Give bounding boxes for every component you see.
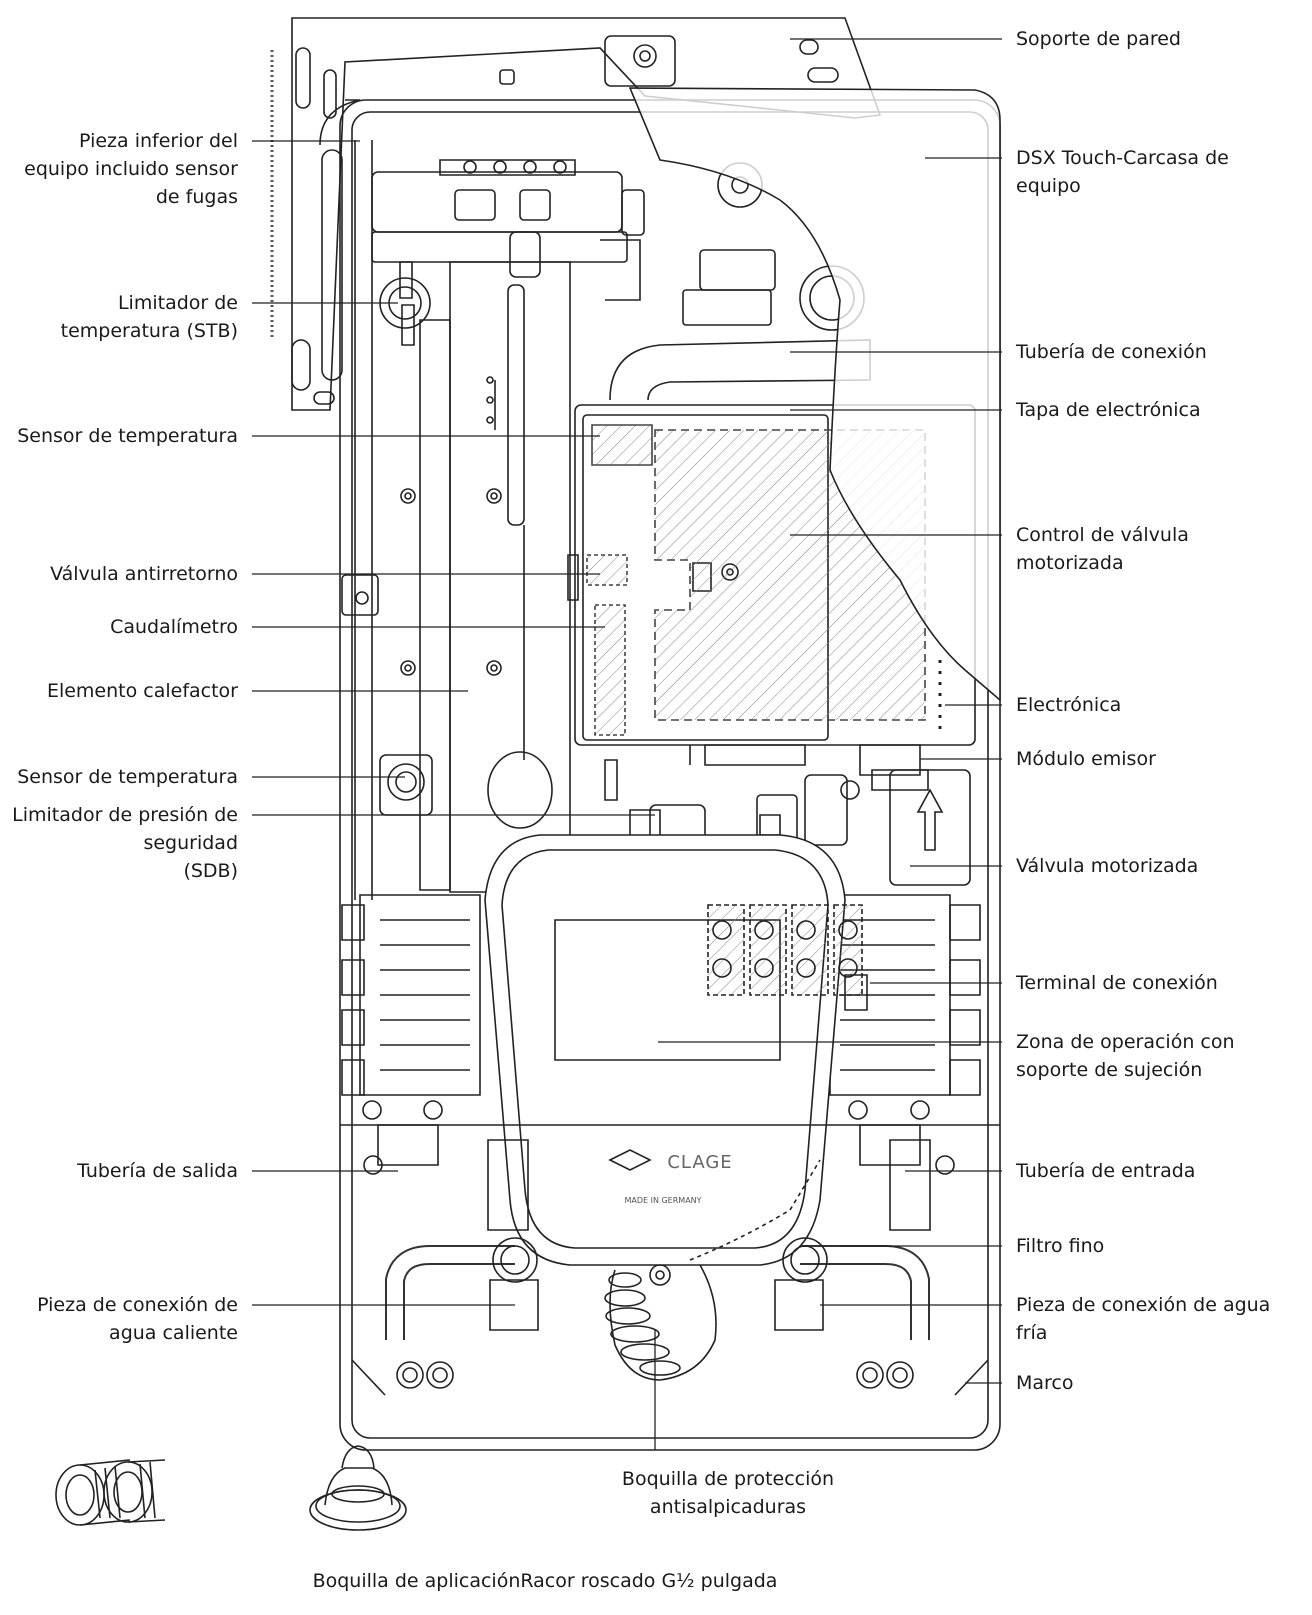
label-zona-operacion-line: Zona de operación con (1016, 1031, 1235, 1053)
label-control-valvula: Control de válvula motorizada (1016, 521, 1189, 577)
label-soporte-pared: Soporte de pared (1016, 25, 1181, 53)
leader-lines (252, 39, 1002, 1450)
clage-logo-icon (610, 1150, 650, 1170)
label-conexion-agua-fria-line: fría (1016, 1322, 1048, 1344)
label-boquilla-racor-line: Boquilla de aplicaciónRacor roscado G½ p… (312, 1570, 778, 1592)
label-carcasa-line: equipo (1016, 175, 1081, 197)
label-limitador-presion-line: seguridad (143, 832, 238, 854)
label-tuberia-entrada-line: Tubería de entrada (1016, 1160, 1196, 1182)
label-boquilla-proteccion-line: antisalpicaduras (649, 1496, 807, 1518)
label-limitador-temperatura-line: Limitador de (117, 292, 238, 314)
label-carcasa-line: DSX Touch-Carcasa de (1016, 147, 1229, 169)
label-boquilla-proteccion: Boquilla de protección antisalpicaduras (622, 1465, 834, 1521)
temperature-sensor-lower (380, 755, 432, 815)
label-terminal-conexion: Terminal de conexión (1016, 969, 1218, 997)
application-nozzle (310, 1446, 406, 1530)
label-valvula-antirretorno: Válvula antirretorno (50, 560, 238, 588)
label-soporte-pared-line: Soporte de pared (1016, 28, 1181, 50)
label-marco: Marco (1016, 1369, 1074, 1397)
label-conexion-agua-caliente-line: agua caliente (109, 1322, 238, 1344)
label-pieza-inferior-line: Pieza inferior del (79, 130, 238, 152)
label-limitador-presion: Limitador de presión de seguridad (SDB) (12, 801, 238, 885)
label-boquilla-racor: Boquilla de aplicaciónRacor roscado G½ p… (313, 1567, 778, 1595)
label-filtro-fino-line: Filtro fino (1016, 1235, 1105, 1257)
clamp-rails (342, 895, 980, 1095)
housing-cover (630, 88, 1000, 700)
label-zona-operacion-line: soporte de sujeción (1016, 1059, 1203, 1081)
motor-valve (757, 770, 970, 885)
side-clip (342, 575, 378, 615)
label-filtro-fino: Filtro fino (1016, 1232, 1104, 1260)
label-elemento-calefactor-line: Elemento calefactor (46, 680, 238, 702)
threaded-fittings (56, 1460, 165, 1525)
device-frame (320, 100, 1000, 1450)
label-conexion-agua-caliente-line: Pieza de conexión de (37, 1294, 238, 1316)
label-elemento-calefactor: Elemento calefactor (47, 677, 238, 705)
bracket-screw-icon (634, 45, 656, 67)
label-tuberia-conexion: Tubería de conexión (1016, 338, 1207, 366)
label-pieza-inferior-line: equipo incluido sensor (24, 158, 238, 180)
label-tapa-electronica-line: Tapa de electrónica (1016, 399, 1201, 421)
label-sensor-temperatura-1: Sensor de temperatura (17, 422, 238, 450)
brand-logo-text: CLAGE (667, 1152, 732, 1173)
label-limitador-temperatura-line: temperatura (STB) (60, 320, 238, 342)
label-conexion-agua-fria-line: Pieza de conexión de agua (1016, 1294, 1271, 1316)
wall-bracket (272, 18, 880, 410)
inlet-screw-icon (936, 1156, 954, 1174)
brand-made-in-text: MADE IN GERMANY (624, 1196, 701, 1205)
label-terminal-conexion-line: Terminal de conexión (1016, 972, 1218, 994)
label-conexion-agua-caliente: Pieza de conexión de agua caliente (37, 1291, 238, 1347)
label-electronica: Electrónica (1016, 691, 1121, 719)
label-tuberia-salida-line: Tubería de salida (77, 1160, 238, 1182)
label-marco-line: Marco (1016, 1372, 1074, 1394)
outlet-screw-icon (364, 1156, 382, 1174)
label-sensor-temperatura-2: Sensor de temperatura (17, 763, 238, 791)
splash-nozzle (605, 1160, 820, 1380)
label-control-valvula-line: motorizada (1016, 552, 1124, 574)
label-sensor-temperatura-1-line: Sensor de temperatura (17, 425, 238, 447)
label-boquilla-proteccion-line: Boquilla de protección (621, 1468, 835, 1490)
label-modulo-emisor: Módulo emisor (1016, 745, 1156, 773)
label-tuberia-conexion-line: Tubería de conexión (1016, 341, 1207, 363)
heating-element-body (401, 262, 570, 892)
label-caudalimetro: Caudalímetro (110, 613, 238, 641)
label-pieza-inferior-line: de fugas (155, 186, 238, 208)
connection-terminal (708, 905, 867, 1010)
label-control-valvula-line: Control de válvula (1016, 524, 1189, 546)
label-valvula-motorizada: Válvula motorizada (1016, 852, 1198, 880)
label-pieza-inferior: Pieza inferior del equipo incluido sensor… (24, 127, 238, 211)
label-valvula-antirretorno-line: Válvula antirretorno (50, 563, 238, 585)
label-modulo-emisor-line: Módulo emisor (1016, 748, 1156, 770)
label-sensor-temperatura-2-line: Sensor de temperatura (17, 766, 238, 788)
label-limitador-temperatura: Limitador de temperatura (STB) (61, 289, 238, 345)
label-conexion-agua-fria: Pieza de conexión de agua fría (1016, 1291, 1270, 1347)
label-tapa-electronica: Tapa de electrónica (1016, 396, 1201, 424)
label-limitador-presion-line: (SDB) (183, 860, 238, 882)
label-carcasa: DSX Touch-Carcasa de equipo (1016, 144, 1229, 200)
label-limitador-presion-line: Limitador de presión de (12, 804, 238, 826)
label-zona-operacion: Zona de operación con soporte de sujeción (1016, 1028, 1235, 1084)
label-electronica-line: Electrónica (1016, 694, 1122, 716)
label-valvula-motorizada-line: Válvula motorizada (1016, 855, 1199, 877)
label-tuberia-entrada: Tubería de entrada (1016, 1157, 1195, 1185)
bottom-pipes (340, 1101, 1000, 1395)
label-tuberia-salida: Tubería de salida (77, 1157, 238, 1185)
label-caudalimetro-line: Caudalímetro (110, 616, 238, 638)
